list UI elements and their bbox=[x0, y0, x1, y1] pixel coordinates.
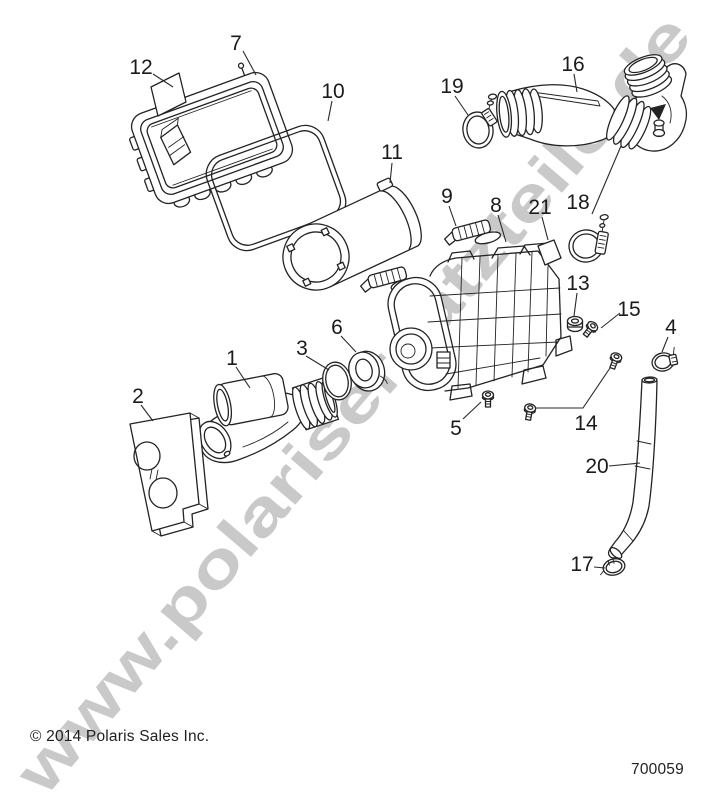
callout-8: 8 bbox=[490, 194, 502, 217]
part-11-air-filter-drawing bbox=[282, 177, 422, 291]
callout-7: 7 bbox=[230, 32, 242, 55]
callout-6: 6 bbox=[331, 316, 343, 339]
callout-20: 20 bbox=[585, 455, 608, 478]
callout-labels: 1 2 3 4 5 6 7 8 9 10 11 12 13 14 15 16 1… bbox=[129, 32, 677, 576]
callout-13: 13 bbox=[566, 272, 589, 295]
part-9-clips-drawing bbox=[360, 219, 502, 293]
callout-10: 10 bbox=[321, 80, 344, 103]
callout-5: 5 bbox=[450, 417, 462, 440]
part-18-clamp-drawing bbox=[568, 214, 609, 263]
copyright-text: © 2014 Polaris Sales Inc. bbox=[30, 728, 210, 745]
part-16-intake-duct-drawing bbox=[496, 54, 688, 152]
callout-1: 1 bbox=[226, 347, 238, 370]
callout-18: 18 bbox=[566, 191, 589, 214]
part-5-screw-drawing bbox=[481, 390, 495, 408]
part-14-screws-drawing bbox=[522, 350, 624, 422]
part-3-oring-drawing bbox=[322, 361, 352, 401]
callout-21: 21 bbox=[528, 196, 551, 219]
part-15-screw-drawing bbox=[580, 319, 601, 340]
part-20-drain-tube-drawing bbox=[607, 376, 658, 560]
callout-11: 11 bbox=[381, 141, 403, 164]
callout-12: 12 bbox=[129, 56, 152, 79]
drawing-number: 700059 bbox=[631, 761, 684, 778]
part-2-foam-seal-drawing bbox=[129, 412, 209, 537]
callout-14: 14 bbox=[574, 412, 598, 435]
callout-19: 19 bbox=[440, 75, 463, 98]
part-12-decal-drawing bbox=[150, 72, 187, 117]
callout-4: 4 bbox=[665, 316, 677, 339]
callout-2: 2 bbox=[132, 385, 144, 408]
part-8-airbox-base-drawing bbox=[387, 242, 573, 401]
callout-16: 16 bbox=[561, 53, 584, 76]
callout-9: 9 bbox=[441, 185, 453, 208]
callout-15: 15 bbox=[617, 298, 640, 321]
part-19-clamp-drawing bbox=[462, 93, 498, 149]
callout-3: 3 bbox=[296, 337, 308, 360]
part-6-seal-ring-drawing bbox=[348, 350, 388, 392]
part-21-decal-drawing bbox=[537, 239, 562, 266]
part-13-nut-drawing bbox=[566, 315, 584, 333]
part-4-clamp-drawing bbox=[651, 346, 679, 372]
callout-17: 17 bbox=[570, 553, 593, 576]
part-17-clamp-drawing bbox=[600, 558, 626, 576]
leader-lines bbox=[140, 50, 669, 569]
